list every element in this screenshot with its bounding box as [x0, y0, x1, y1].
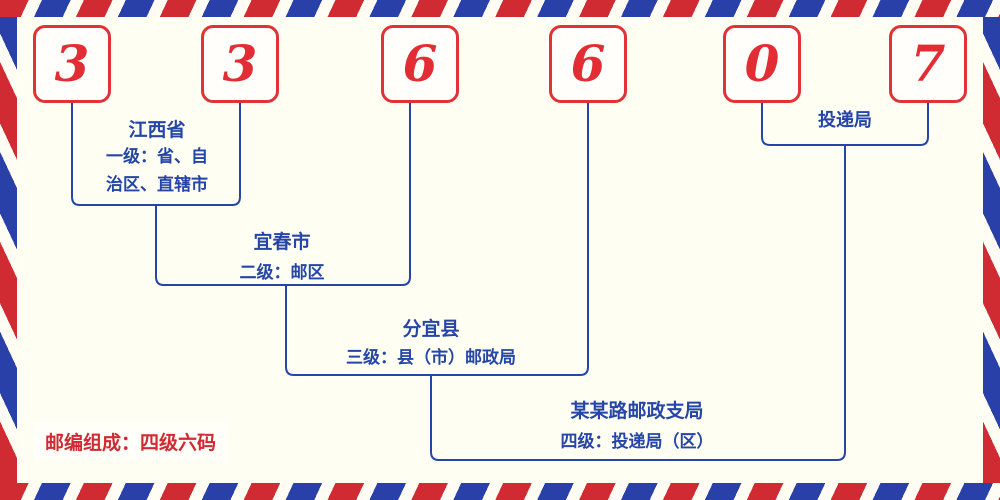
level1-name: 江西省: [128, 119, 186, 141]
airmail-border-top: [0, 0, 1000, 17]
digit-1: 3: [54, 34, 90, 93]
digit-5: 0: [744, 34, 780, 93]
digit-box-6: 7: [889, 25, 967, 103]
digit-box-1: 3: [33, 25, 111, 103]
digit-3: 6: [402, 34, 438, 93]
level2-name: 宜春市: [253, 231, 311, 253]
digit-box-3: 6: [381, 25, 459, 103]
level3-name: 分宜县: [402, 318, 460, 340]
digit-4: 6: [570, 34, 606, 93]
postal-code-composition-note: 邮编组成：四级六码: [34, 422, 228, 461]
level4-desc: 四级：投递局（区）: [560, 432, 714, 452]
airmail-border-left: [0, 17, 17, 483]
level3-desc: 三级：县（市）邮政局: [346, 348, 516, 368]
airmail-border-right: [983, 17, 1000, 483]
digit-2: 3: [222, 34, 258, 93]
digit-box-5: 0: [723, 25, 801, 103]
digit-box-2: 3: [201, 25, 279, 103]
digit-box-4: 6: [549, 25, 627, 103]
airmail-border-bottom: [0, 483, 1000, 500]
delivery-office-label: 投递局: [818, 110, 872, 131]
level4-name: 某某路邮政支局: [570, 400, 704, 422]
level2-desc: 二级：邮区: [239, 263, 325, 283]
level1-desc: 一级：省、自治区、直辖市: [106, 147, 208, 196]
digit-6: 7: [910, 34, 946, 93]
